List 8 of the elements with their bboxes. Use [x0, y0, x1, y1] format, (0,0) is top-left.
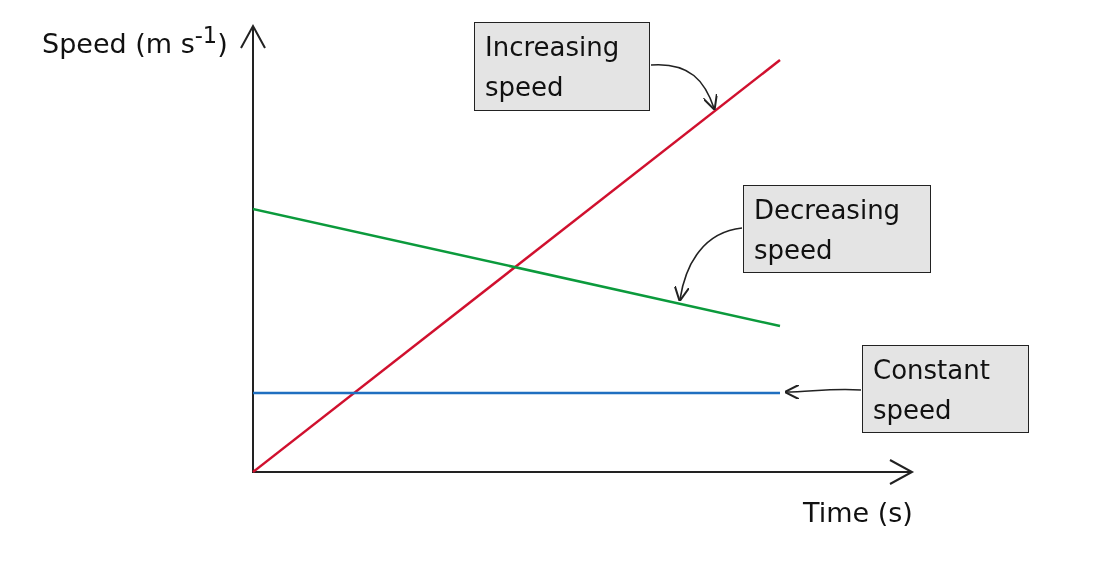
axis-title: Time (s)	[803, 497, 913, 528]
axis-title: Speed (m s$^{-1}$)	[42, 22, 228, 59]
callout-label: Constant speed	[862, 345, 1029, 433]
leader-arrow	[674, 227, 743, 303]
callout-label: Decreasing speed	[743, 185, 931, 273]
leader-arrow	[783, 383, 862, 401]
leader-arrow	[650, 63, 718, 111]
callout-label: Increasing speed	[474, 22, 650, 111]
